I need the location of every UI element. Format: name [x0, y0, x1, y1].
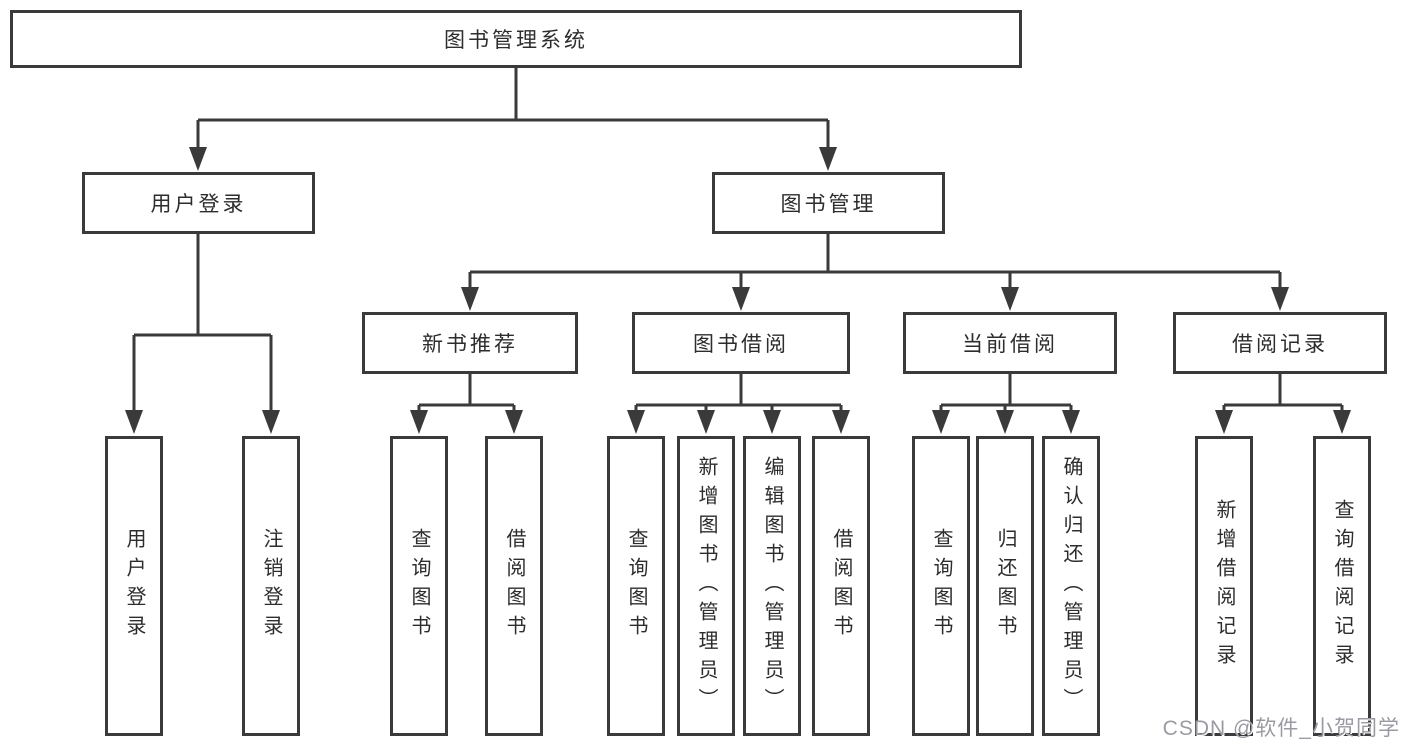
- node-label: 当前借阅: [962, 333, 1058, 356]
- node-label: 确认归还（管理员）: [1060, 455, 1082, 717]
- node-leaf-logout: 注销登录: [242, 436, 300, 736]
- node-leaf-query-books-1: 查询图书: [390, 436, 448, 736]
- node-leaf-query-books-3: 查询图书: [912, 436, 970, 736]
- node-label: 新书推荐: [422, 333, 518, 356]
- node-label: 注销登录: [260, 528, 282, 644]
- arrowhead-down-icon: [125, 410, 143, 434]
- node-leaf-borrow-books-2: 借阅图书: [812, 436, 870, 736]
- arrowhead-down-icon: [461, 287, 479, 311]
- arrowhead-down-icon: [1271, 287, 1289, 311]
- node-label: 查询借阅记录: [1331, 499, 1353, 673]
- arrowhead-down-icon: [410, 410, 428, 434]
- arrowhead-down-icon: [819, 147, 837, 171]
- node-label: 归还图书: [994, 528, 1016, 644]
- arrowhead-down-icon: [262, 410, 280, 434]
- node-label: 查询图书: [625, 528, 647, 644]
- arrowhead-down-icon: [627, 410, 645, 434]
- node-new-book-recommend: 新书推荐: [362, 312, 578, 374]
- node-label: 编辑图书（管理员）: [761, 455, 783, 717]
- node-leaf-query-books-2: 查询图书: [607, 436, 665, 736]
- arrowhead-down-icon: [189, 147, 207, 171]
- node-leaf-confirm-return-admin: 确认归还（管理员）: [1042, 436, 1100, 736]
- node-label: 用户登录: [123, 528, 145, 644]
- node-root-system: 图书管理系统: [10, 10, 1022, 68]
- node-label: 查询图书: [408, 528, 430, 644]
- node-label: 图书管理: [780, 193, 877, 216]
- arrowhead-down-icon: [1001, 287, 1019, 311]
- node-label: 借阅图书: [503, 528, 525, 644]
- arrowhead-down-icon: [505, 410, 523, 434]
- arrowhead-down-icon: [932, 410, 950, 434]
- node-label: 图书管理系统: [444, 29, 588, 52]
- connector-book-management-branch: [461, 234, 1289, 311]
- node-book-management: 图书管理: [712, 172, 945, 234]
- arrowhead-down-icon: [732, 287, 750, 311]
- node-leaf-user-login: 用户登录: [105, 436, 163, 736]
- node-label: 新增图书（管理员）: [695, 455, 717, 717]
- connector-root-to-level2: [189, 68, 837, 171]
- node-current-borrow: 当前借阅: [903, 312, 1117, 374]
- connector-book-borrow-branch: [627, 374, 850, 434]
- node-label: 查询图书: [930, 528, 952, 644]
- arrowhead-down-icon: [832, 410, 850, 434]
- connector-current-borrow-branch: [932, 374, 1080, 434]
- node-label: 用户登录: [150, 193, 247, 216]
- arrowhead-down-icon: [1333, 410, 1351, 434]
- arrowhead-down-icon: [697, 410, 715, 434]
- node-user-login: 用户登录: [82, 172, 315, 234]
- node-book-borrow: 图书借阅: [632, 312, 850, 374]
- node-leaf-edit-books-admin: 编辑图书（管理员）: [743, 436, 801, 736]
- connector-user-login-branch: [125, 234, 280, 434]
- node-borrow-records: 借阅记录: [1173, 312, 1387, 374]
- node-leaf-add-borrow-record: 新增借阅记录: [1195, 436, 1253, 736]
- node-label: 借阅图书: [830, 528, 852, 644]
- node-leaf-query-borrow-record: 查询借阅记录: [1313, 436, 1371, 736]
- connector-new-book-recommend-branch: [410, 374, 523, 434]
- arrowhead-down-icon: [1062, 410, 1080, 434]
- node-leaf-return-books: 归还图书: [976, 436, 1034, 736]
- node-leaf-borrow-books-1: 借阅图书: [485, 436, 543, 736]
- arrowhead-down-icon: [763, 410, 781, 434]
- arrowhead-down-icon: [996, 410, 1014, 434]
- node-leaf-add-books-admin: 新增图书（管理员）: [677, 436, 735, 736]
- arrowhead-down-icon: [1215, 410, 1233, 434]
- node-label: 借阅记录: [1232, 333, 1328, 356]
- node-label: 图书借阅: [693, 333, 789, 356]
- connector-borrow-records-branch: [1215, 374, 1351, 434]
- node-label: 新增借阅记录: [1213, 499, 1235, 673]
- watermark: CSDN @软件_小贺同学: [1162, 717, 1400, 740]
